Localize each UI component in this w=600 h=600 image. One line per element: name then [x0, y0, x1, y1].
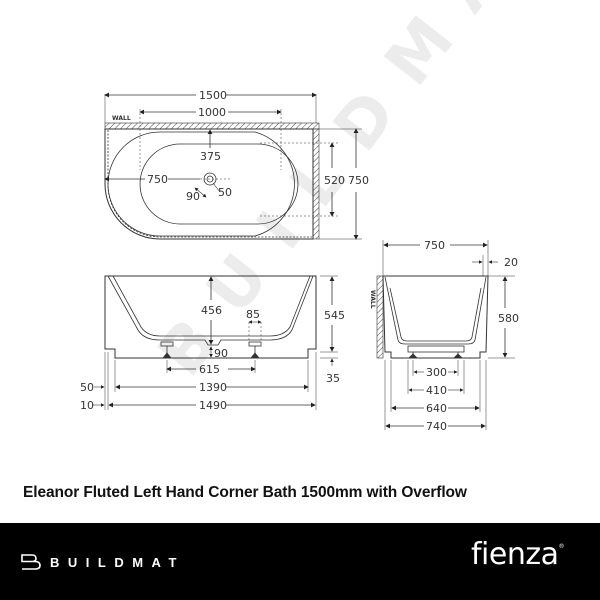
svg-text:456: 456	[201, 304, 222, 317]
svg-text:1000: 1000	[198, 106, 226, 119]
svg-text:50: 50	[80, 381, 94, 394]
svg-text:640: 640	[426, 402, 447, 415]
svg-text:1490: 1490	[199, 399, 227, 412]
fienza-logo: fienza®	[471, 537, 564, 572]
svg-text:10: 10	[80, 399, 94, 412]
svg-text:375: 375	[200, 150, 221, 163]
footer-bar	[0, 523, 600, 600]
end-elevation-labels: WALL 750 20 580 300 410 640 740	[369, 239, 519, 433]
svg-text:90: 90	[186, 190, 200, 203]
watermark: BUILDMAT	[144, 0, 578, 390]
buildmat-wordmark: BUILDMAT	[50, 554, 185, 570]
plan-view	[104, 92, 362, 240]
buildmat-b-icon	[21, 554, 41, 570]
svg-text:750: 750	[348, 174, 369, 187]
svg-text:WALL: WALL	[369, 290, 376, 309]
svg-text:410: 410	[426, 384, 447, 397]
front-elevation-labels: 456 85 90 545 35 615 50 1390 10 1490	[80, 304, 345, 412]
svg-text:580: 580	[498, 312, 519, 325]
svg-text:WALL: WALL	[112, 115, 131, 122]
svg-text:750: 750	[147, 173, 168, 186]
svg-text:BUILDMAT: BUILDMAT	[144, 0, 578, 390]
svg-text:750: 750	[424, 239, 445, 252]
svg-text:615: 615	[199, 363, 220, 376]
product-title: Eleanor Fluted Left Hand Corner Bath 150…	[23, 484, 467, 501]
plan-view-labels: WALL 1500 1000 375 750 90 50 520 750	[112, 89, 369, 203]
svg-text:35: 35	[326, 372, 340, 385]
svg-text:50: 50	[218, 186, 232, 199]
svg-text:1390: 1390	[199, 381, 227, 394]
svg-text:1500: 1500	[199, 89, 227, 102]
svg-text:90: 90	[214, 347, 228, 360]
fienza-wordmark: fienza	[471, 537, 559, 572]
svg-text:85: 85	[246, 308, 260, 321]
end-elevation	[376, 240, 515, 430]
svg-text:740: 740	[426, 420, 447, 433]
technical-drawing: BUILDMAT	[80, 0, 578, 433]
svg-text:300: 300	[426, 366, 447, 379]
svg-text:520: 520	[324, 174, 345, 187]
buildmat-logo: BUILDMAT	[20, 553, 185, 571]
front-elevation	[92, 275, 338, 410]
svg-text:545: 545	[324, 309, 345, 322]
svg-text:20: 20	[504, 256, 518, 269]
registered-mark: ®	[558, 543, 565, 550]
